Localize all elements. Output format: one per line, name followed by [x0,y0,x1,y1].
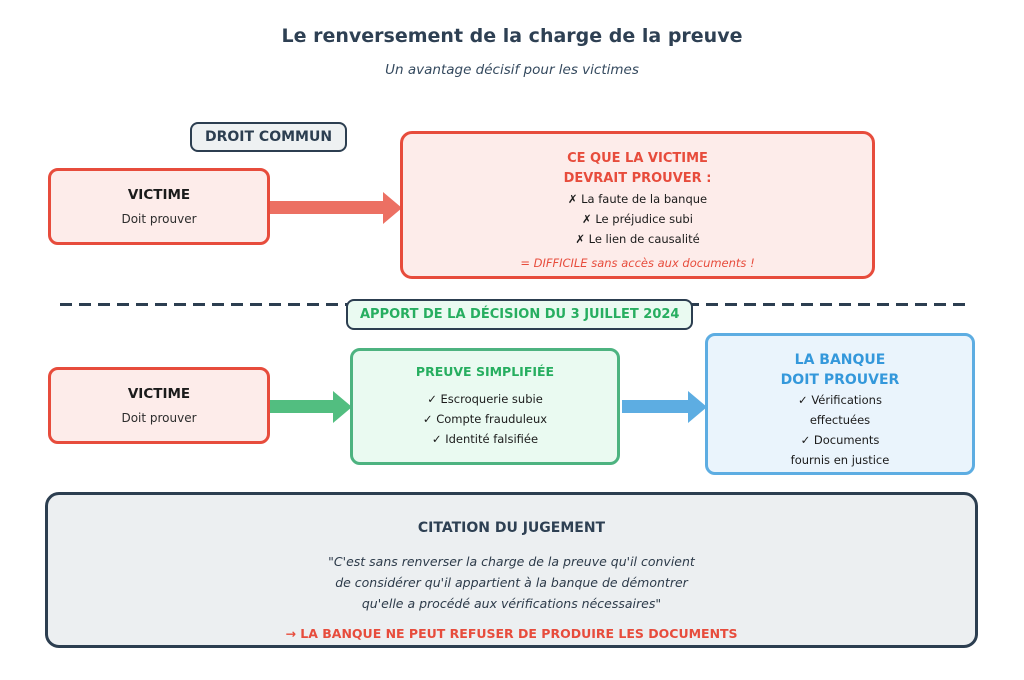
victim-box-decision: VICTIME Doit prouver [48,367,270,444]
bank-burden-title-line1: LA BANQUE [794,352,886,368]
proof-item-identity: ✓ Identité falsifiée [431,432,539,446]
judgment-citation-box: CITATION DU JUGEMENT "C'est sans renvers… [45,492,978,648]
bank-item-verifications: ✓ Vérifications [798,393,882,407]
citation-conclusion: → LA BANQUE NE PEUT REFUSER DE PRODUIRE … [285,626,738,641]
proof-item-fraud: ✓ Escroquerie subie [427,392,543,406]
burden-item-prejudice: ✗ Le préjudice subi [582,212,693,226]
blue-arrow-shaft [622,400,688,413]
victim-burden-title-line1: CE QUE LA VICTIME [567,151,708,166]
simplified-proof-box: PREUVE SIMPLIFIÉE ✓ Escroquerie subie ✓ … [350,348,620,465]
citation-quote-line: "C'est sans renverser la charge de la pr… [328,554,695,569]
droit-commun-badge: DROIT COMMUN [190,122,348,152]
green-arrow-shaft [270,400,333,413]
bank-item-verifications-cont: effectuées [809,413,871,427]
citation-quote-line: qu'elle a procédé aux vérifications néce… [361,596,662,611]
bank-burden-title-line2: DOIT PROUVER [780,372,900,388]
red-arrow-shaft [270,201,383,214]
victim-box-title: VICTIME [127,187,191,203]
victim-box-subtitle: Doit prouver [121,411,197,425]
citation-quote-line: de considérer qu'il appartient à la banq… [335,575,688,590]
victim-box-title: VICTIME [127,386,191,402]
burden-item-causality: ✗ Le lien de causalité [575,232,700,246]
bank-burden-box: LA BANQUE DOIT PROUVER ✓ Vérifications e… [705,333,975,475]
burden-item-fault: ✗ La faute de la banque [567,192,708,206]
page-title: Le renversement de la charge de la preuv… [281,25,743,47]
victim-burden-box: CE QUE LA VICTIME DEVRAIT PROUVER : ✗ La… [400,131,875,279]
burden-difficulty-note: = DIFFICILE sans accès aux documents ! [520,256,755,270]
victim-burden-title-line2: DEVRAIT PROUVER : [563,171,712,186]
bank-item-documents: ✓ Documents [800,433,880,447]
victim-box-subtitle: Doit prouver [121,212,197,226]
citation-title: CITATION DU JUGEMENT [417,520,606,536]
green-arrow-head-icon [333,391,352,423]
simplified-proof-title: PREUVE SIMPLIFIÉE [415,364,555,379]
red-arrow-head-icon [383,192,402,224]
blue-arrow-head-icon [688,391,707,423]
bank-item-documents-cont: fournis en justice [790,453,890,467]
victim-box-common-law: VICTIME Doit prouver [48,168,270,245]
proof-item-account: ✓ Compte frauduleux [422,412,548,426]
decision-date-badge: APPORT DE LA DÉCISION DU 3 JUILLET 2024 [346,299,694,330]
page-subtitle: Un avantage décisif pour les victimes [385,62,639,78]
